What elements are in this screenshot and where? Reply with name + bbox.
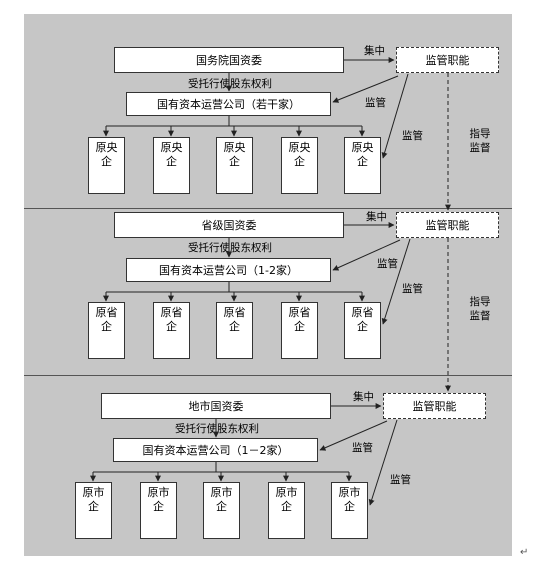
tier2-centralize-label: 集中 [366, 211, 387, 223]
tier3-enterprise-5: 原市企 [331, 482, 368, 539]
tier3-supervise-enterprises-arrow [368, 419, 398, 506]
tier1-operating-company-box: 国有资本运营公司（若干家） [126, 92, 331, 116]
tier2-supervise-enterprises-label: 监管 [402, 283, 423, 295]
tier3-enterprise-2: 原市企 [140, 482, 177, 539]
enterprise-label-line: 原省 [160, 306, 183, 319]
tier3-entrusted-rights-label: 受托行使股东权利 [175, 423, 259, 435]
tier1-enterprise-4: 原央企 [281, 137, 318, 194]
tier1-supervise-company-arrow [332, 75, 399, 103]
tier1-entrusted-rights-label: 受托行使股东权利 [188, 78, 272, 90]
tier-separator-1 [24, 208, 512, 209]
enterprise-label-line: 企 [88, 500, 99, 513]
tier1-supervise-company-label: 监管 [365, 97, 386, 109]
enterprise-label-line: 原省 [351, 306, 374, 319]
tier1-guide-text: 指导 监督 [469, 128, 491, 154]
tier2-enterprise-1: 原省企 [88, 302, 125, 359]
tier2-supervise-company-arrow [332, 239, 401, 271]
tier2-operating-company-box: 国有资本运营公司（1-2家） [126, 258, 331, 282]
tier2-supervise-company-label: 监管 [377, 258, 398, 270]
tier3-sasac-box: 地市国资委 [101, 393, 331, 419]
enterprise-label-line: 原央 [223, 141, 246, 154]
tier1-enterprise-3: 原央企 [216, 137, 253, 194]
enterprise-label-line: 企 [229, 320, 240, 333]
enterprise-label-line: 原央 [288, 141, 311, 154]
enterprise-label-line: 企 [216, 500, 227, 513]
enterprise-label-line: 原市 [338, 486, 361, 499]
tier1-supervise-enterprises-arrow [381, 73, 409, 159]
tier2-enterprise-5: 原省企 [344, 302, 381, 359]
enterprise-label-line: 企 [281, 500, 292, 513]
tier1-sasac-box: 国务院国资委 [114, 47, 344, 73]
tier2-guide-text: 指导 监督 [469, 296, 491, 322]
tier3-centralize-label: 集中 [353, 391, 374, 403]
tier2-sasac-box: 省级国资委 [114, 212, 344, 238]
tier1-centralize-label: 集中 [364, 45, 385, 57]
enterprise-label-line: 企 [101, 320, 112, 333]
tier1-enterprise-1: 原央企 [88, 137, 125, 194]
enterprise-label-line: 企 [101, 155, 112, 168]
enterprise-label-line: 企 [344, 500, 355, 513]
tier1-supervision-function-box: 监管职能 [396, 47, 499, 73]
enterprise-label-line: 原市 [147, 486, 170, 499]
enterprise-label-line: 企 [357, 155, 368, 168]
tier3-supervise-company-label: 监管 [352, 442, 373, 454]
tier1-enterprise-5: 原央企 [344, 137, 381, 194]
tier3-enterprise-1: 原市企 [75, 482, 112, 539]
tier3-supervise-enterprises-label: 监管 [390, 474, 411, 486]
enterprise-label-line: 企 [294, 155, 305, 168]
enterprise-label-line: 原市 [82, 486, 105, 499]
tier3-operating-company-box: 国有资本运营公司（1－2家） [113, 438, 318, 462]
enterprise-label-line: 原省 [95, 306, 118, 319]
tier1-supervise-enterprises-label: 监管 [402, 130, 423, 142]
enterprise-label-line: 原省 [223, 306, 246, 319]
tier2-enterprise-4: 原省企 [281, 302, 318, 359]
enterprise-label-line: 原市 [210, 486, 233, 499]
tier2-supervision-function-box: 监管职能 [396, 212, 499, 238]
enterprise-label-line: 企 [294, 320, 305, 333]
tier2-supervise-enterprises-arrow [381, 238, 411, 325]
enterprise-label-line: 企 [153, 500, 164, 513]
tier2-enterprise-3: 原省企 [216, 302, 253, 359]
enterprise-label-line: 原省 [288, 306, 311, 319]
tier2-entrusted-rights-label: 受托行使股东权利 [188, 242, 272, 254]
enterprise-label-line: 原央 [160, 141, 183, 154]
tier2-enterprise-2: 原省企 [153, 302, 190, 359]
tier2-guide-supervise-label: 指导 监督 [467, 295, 493, 323]
enterprise-label-line: 原央 [95, 141, 118, 154]
enterprise-label-line: 原市 [275, 486, 298, 499]
enterprise-label-line: 企 [229, 155, 240, 168]
tier3-supervise-company-arrow [319, 420, 388, 451]
enterprise-label-line: 企 [166, 320, 177, 333]
tier3-enterprise-4: 原市企 [268, 482, 305, 539]
tier3-supervision-function-box: 监管职能 [383, 393, 486, 419]
paragraph-mark: ↵ [520, 547, 529, 558]
enterprise-label-line: 原央 [351, 141, 374, 154]
enterprise-label-line: 企 [357, 320, 368, 333]
tier1-guide-supervise-label: 指导 监督 [467, 127, 493, 155]
tier-separator-2 [24, 375, 512, 376]
tier3-enterprise-3: 原市企 [203, 482, 240, 539]
enterprise-label-line: 企 [166, 155, 177, 168]
tier1-enterprise-2: 原央企 [153, 137, 190, 194]
